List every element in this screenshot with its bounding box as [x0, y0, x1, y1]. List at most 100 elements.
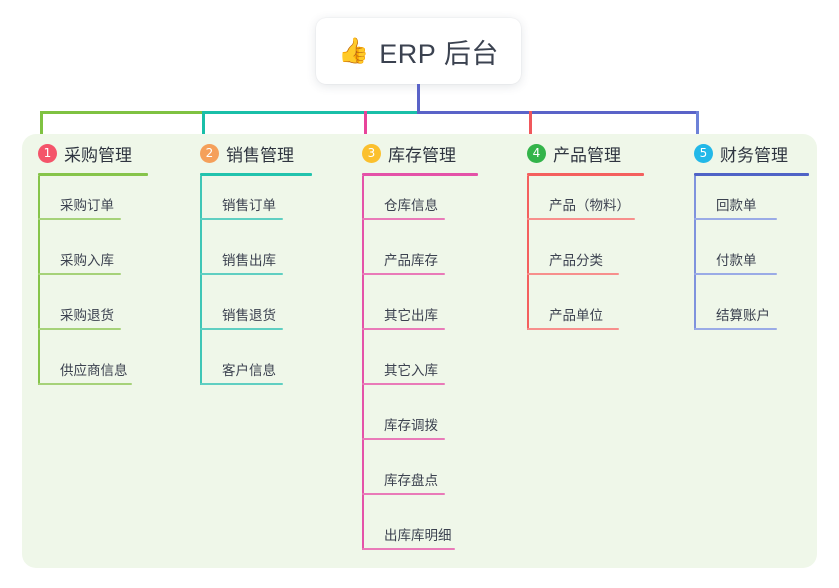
list-item[interactable]: 库存调拨: [362, 414, 445, 440]
column-title-finance: 财务管理: [720, 145, 788, 165]
list-item[interactable]: 销售退货: [200, 304, 283, 330]
column-rule-purchasing: [38, 173, 148, 176]
list-item[interactable]: 采购入库: [38, 249, 121, 275]
column-title-sales: 销售管理: [226, 145, 294, 165]
list-item-label: 仓库信息: [384, 198, 438, 213]
list-item-label: 库存盘点: [384, 473, 438, 488]
connector-bar-2: [202, 111, 418, 114]
list-item-rule: [200, 328, 283, 330]
list-item-label: 其它入库: [384, 363, 438, 378]
list-item-rule: [694, 328, 777, 330]
list-item-rule: [362, 328, 445, 330]
column-header-sales[interactable]: 2 销售管理: [200, 134, 294, 172]
list-item-label: 采购入库: [60, 253, 114, 268]
list-item-rule: [527, 218, 635, 220]
list-item[interactable]: 库存盘点: [362, 469, 445, 495]
column-spine-finance: [694, 176, 696, 330]
root-title: ERP 后台: [379, 38, 499, 69]
list-item[interactable]: 采购订单: [38, 194, 121, 220]
list-item-label: 产品（物料）: [549, 198, 630, 213]
column-rule-sales: [200, 173, 312, 176]
column-badge-inventory: 3: [362, 143, 381, 163]
list-item-rule: [362, 493, 445, 495]
column-purchasing: 1 采购管理采购订单采购入库采购退货供应商信息: [38, 134, 148, 385]
list-item-rule: [362, 273, 445, 275]
column-header-purchasing[interactable]: 1 采购管理: [38, 134, 132, 172]
list-item[interactable]: 销售出库: [200, 249, 283, 275]
column-header-inventory[interactable]: 3 库存管理: [362, 134, 456, 172]
list-item[interactable]: 产品库存: [362, 249, 445, 275]
column-title-inventory: 库存管理: [388, 145, 456, 165]
column-rule-product: [527, 173, 644, 176]
list-item-rule: [200, 383, 283, 385]
list-item-rule: [38, 218, 121, 220]
list-item-rule: [38, 328, 121, 330]
list-item-label: 产品分类: [549, 253, 603, 268]
list-item-rule: [200, 218, 283, 220]
list-item[interactable]: 产品（物料）: [527, 194, 635, 220]
list-item[interactable]: 客户信息: [200, 359, 283, 385]
list-item-label: 采购退货: [60, 308, 114, 323]
list-item[interactable]: 结算账户: [694, 304, 777, 330]
list-item-label: 销售出库: [222, 253, 276, 268]
list-item[interactable]: 产品单位: [527, 304, 619, 330]
column-badge-finance: 5: [694, 143, 713, 163]
column-rule-inventory: [362, 173, 478, 176]
column-title-product: 产品管理: [553, 145, 621, 165]
column-inventory: 3 库存管理仓库信息产品库存其它出库其它入库库存调拨库存盘点出库库明细: [362, 134, 478, 550]
column-sales: 2 销售管理销售订单销售出库销售退货客户信息: [200, 134, 312, 385]
list-item-label: 销售退货: [222, 308, 276, 323]
connector-stub-1: [40, 111, 43, 148]
list-item-label: 库存调拨: [384, 418, 438, 433]
list-item-rule: [694, 273, 777, 275]
list-item[interactable]: 回款单: [694, 194, 777, 220]
list-item-label: 采购订单: [60, 198, 114, 213]
column-finance: 5 财务管理回款单付款单结算账户: [694, 134, 809, 330]
list-item-rule: [362, 383, 445, 385]
connector-stub-2: [202, 111, 205, 148]
connector-stub-4: [529, 111, 532, 148]
list-item-rule: [38, 383, 132, 385]
list-item-label: 出库库明细: [384, 528, 452, 543]
list-item-rule: [38, 273, 121, 275]
list-item-rule: [362, 218, 445, 220]
list-item-rule: [527, 328, 619, 330]
column-header-finance[interactable]: 5 财务管理: [694, 134, 788, 172]
column-rule-finance: [694, 173, 809, 176]
connector-bar-1: [40, 111, 205, 114]
list-item-label: 客户信息: [222, 363, 276, 378]
connector-trunk: [416, 84, 420, 114]
diagram-panel: 1 采购管理采购订单采购入库采购退货供应商信息 2 销售管理销售订单销售出库销售退货客…: [22, 134, 817, 568]
list-item[interactable]: 付款单: [694, 249, 777, 275]
list-item-label: 付款单: [716, 253, 757, 268]
list-item-label: 回款单: [716, 198, 757, 213]
list-item[interactable]: 出库库明细: [362, 524, 455, 550]
column-spine-purchasing: [38, 176, 40, 385]
column-badge-purchasing: 1: [38, 143, 57, 163]
thumbs-up-icon: 👍: [338, 36, 370, 65]
list-item[interactable]: 仓库信息: [362, 194, 445, 220]
column-badge-sales: 2: [200, 143, 219, 163]
list-item[interactable]: 产品分类: [527, 249, 619, 275]
list-item[interactable]: 其它出库: [362, 304, 445, 330]
connector-bar-3: [416, 111, 699, 114]
list-item-rule: [362, 548, 455, 550]
list-item-label: 产品库存: [384, 253, 438, 268]
column-spine-sales: [200, 176, 202, 385]
column-title-purchasing: 采购管理: [64, 145, 132, 165]
list-item-label: 其它出库: [384, 308, 438, 323]
list-item-rule: [200, 273, 283, 275]
list-item-rule: [694, 218, 777, 220]
list-item[interactable]: 采购退货: [38, 304, 121, 330]
column-spine-product: [527, 176, 529, 330]
list-item-rule: [527, 273, 619, 275]
root-node-card[interactable]: 👍 ERP 后台: [316, 18, 521, 84]
list-item[interactable]: 供应商信息: [38, 359, 132, 385]
list-item-rule: [362, 438, 445, 440]
list-item[interactable]: 其它入库: [362, 359, 445, 385]
list-item-label: 产品单位: [549, 308, 603, 323]
connector-stub-3: [364, 111, 367, 148]
list-item[interactable]: 销售订单: [200, 194, 283, 220]
